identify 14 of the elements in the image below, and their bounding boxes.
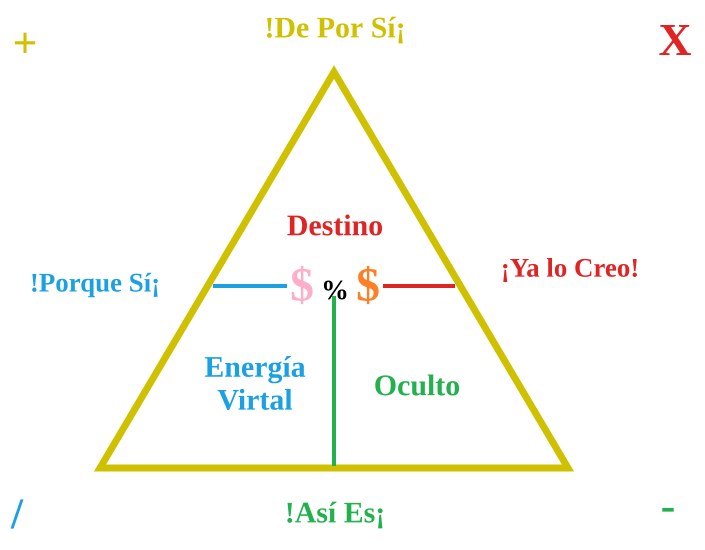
minus-sign: - <box>662 508 674 512</box>
bottom-label: !Así Es¡ <box>287 502 383 528</box>
x-sign: X <box>659 25 692 55</box>
slash-sign: / <box>10 499 24 529</box>
side-label: !Porque Sí¡ <box>32 272 158 298</box>
plus-sign: + <box>14 32 36 54</box>
section-label: Destino <box>287 214 382 236</box>
dollar-sign: $ <box>292 266 313 304</box>
dollar-sign: $ <box>358 266 379 304</box>
percent-sign: % <box>324 280 346 300</box>
section-label: Oculto <box>375 374 460 396</box>
side-label: ¡Ya lo Creo! <box>503 258 637 282</box>
section-label: Energía Virtal <box>204 356 306 410</box>
title-text: !De Por Sí¡ <box>267 16 403 44</box>
